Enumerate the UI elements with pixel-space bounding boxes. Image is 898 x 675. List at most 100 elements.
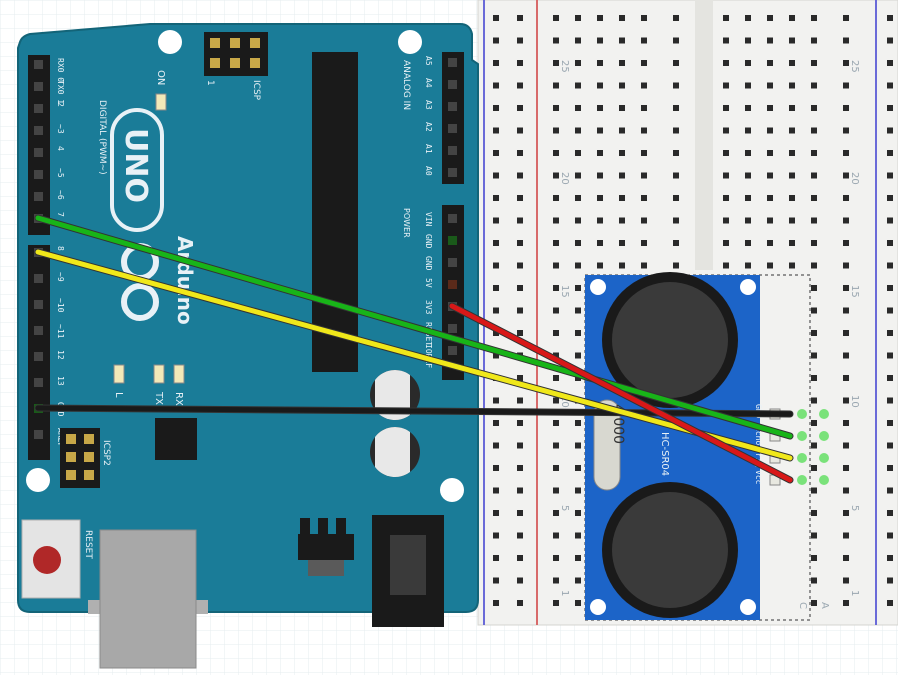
breadboard-hole [517,555,523,561]
digital-pin-label: ~11 [56,324,65,339]
breadboard-hole [575,60,581,66]
breadboard-hole [553,82,559,89]
breadboard-hole [493,465,499,471]
breadboard-hole [517,420,523,426]
digital-pin-label: ~5 [56,168,65,178]
breadboard-hole [887,195,893,201]
breadboard-hole [597,217,603,224]
breadboard-hole [517,37,523,44]
breadboard-hole [575,105,581,111]
breadboard-hole [745,150,751,156]
breadboard-hole [811,352,817,359]
breadboard-hole [843,510,849,516]
icsp-pin [250,58,260,68]
breadboard-hole [575,37,581,44]
breadboard-row-number: 5 [559,505,570,511]
breadboard-hole [641,60,647,66]
breadboard-hole [619,37,625,44]
crystal [593,399,621,491]
breadboard-hole [887,330,893,336]
breadboard-row-number: 10 [559,395,570,408]
breadboard-hole [811,37,817,44]
breadboard-hole [811,262,817,269]
breadboard-hole [887,105,893,111]
header-pin-hole [34,126,43,135]
breadboard-hole [553,217,559,224]
icsp2-pin [84,452,94,462]
header-pin-hole [448,324,457,333]
breadboard-hole [811,510,817,516]
breadboard-hole [493,577,499,584]
tx-led [153,364,165,384]
breadboard-hole [517,172,523,179]
breadboard-hole [493,82,499,89]
breadboard-hole [553,532,559,539]
breadboard-column-letter: A [819,602,830,609]
breadboard-hole [597,172,603,179]
breadboard-hole [517,307,523,314]
breadboard-hole [745,105,751,111]
breadboard-hole [887,375,893,381]
l-label: L [113,392,124,398]
breadboard-hole [517,510,523,516]
breadboard-hole [493,442,499,449]
digital-pin-label: 13 [56,376,65,386]
breadboard-hole [843,217,849,224]
breadboard-hole [575,510,581,516]
breadboard-hole [575,195,581,201]
header-pin-hole [448,214,457,223]
breadboard-hole [887,60,893,66]
breadboard-hole [723,127,729,134]
mount-hole [26,468,50,492]
breadboard-row-number: 20 [559,172,570,185]
breadboard-hole [597,127,603,134]
breadboard-hole [745,262,751,269]
usb-port [99,529,197,669]
breadboard-hole [811,60,817,66]
digital-pin-label: ~3 [56,124,65,134]
breadboard-hole [673,172,679,179]
breadboard-hole [597,105,603,111]
breadboard-hole [843,127,849,134]
breadboard-hole [843,555,849,561]
breadboard-hole [767,217,773,224]
analog-pin-label: A1 [424,144,433,154]
breadboard-hole [887,397,893,404]
breadboard-hole [887,285,893,291]
digital-header-label: DIGITAL (PWM~) [97,100,107,175]
sensor-model: HC-SR04 [659,432,670,476]
breadboard-hole [575,285,581,291]
wire [35,215,793,439]
breadboard-hole [673,240,679,246]
breadboard-hole [553,465,559,471]
breadboard-hole [517,577,523,584]
breadboard-hole [575,262,581,269]
header-pin-hole [34,352,43,361]
breadboard-column-letter: C [797,602,808,609]
breadboard-hole [493,487,499,494]
breadboard-hole [767,60,773,66]
breadboard-connected-hole [819,453,829,463]
breadboard-hole [843,375,849,381]
digital-pin-label: RX0 0 [56,58,65,82]
digital-pin-label: 4 [56,146,65,151]
breadboard-connected-hole [819,409,829,419]
arduino-logo-circle [121,283,159,321]
breadboard-hole [597,150,603,156]
breadboard-hole [575,307,581,314]
breadboard-hole [789,240,795,246]
breadboard-hole [789,262,795,269]
breadboard-hole [517,262,523,269]
breadboard-hole [517,330,523,336]
breadboard-hole [619,105,625,111]
breadboard-hole [517,285,523,291]
breadboard-hole [673,217,679,224]
icsp2-pin [66,470,76,480]
breadboard-hole [553,487,559,494]
breadboard-hole [597,262,603,269]
breadboard-hole [723,150,729,156]
breadboard-hole [767,195,773,201]
header-pin-hole [34,192,43,201]
breadboard-connected-hole [797,453,807,463]
breadboard-hole [789,37,795,44]
